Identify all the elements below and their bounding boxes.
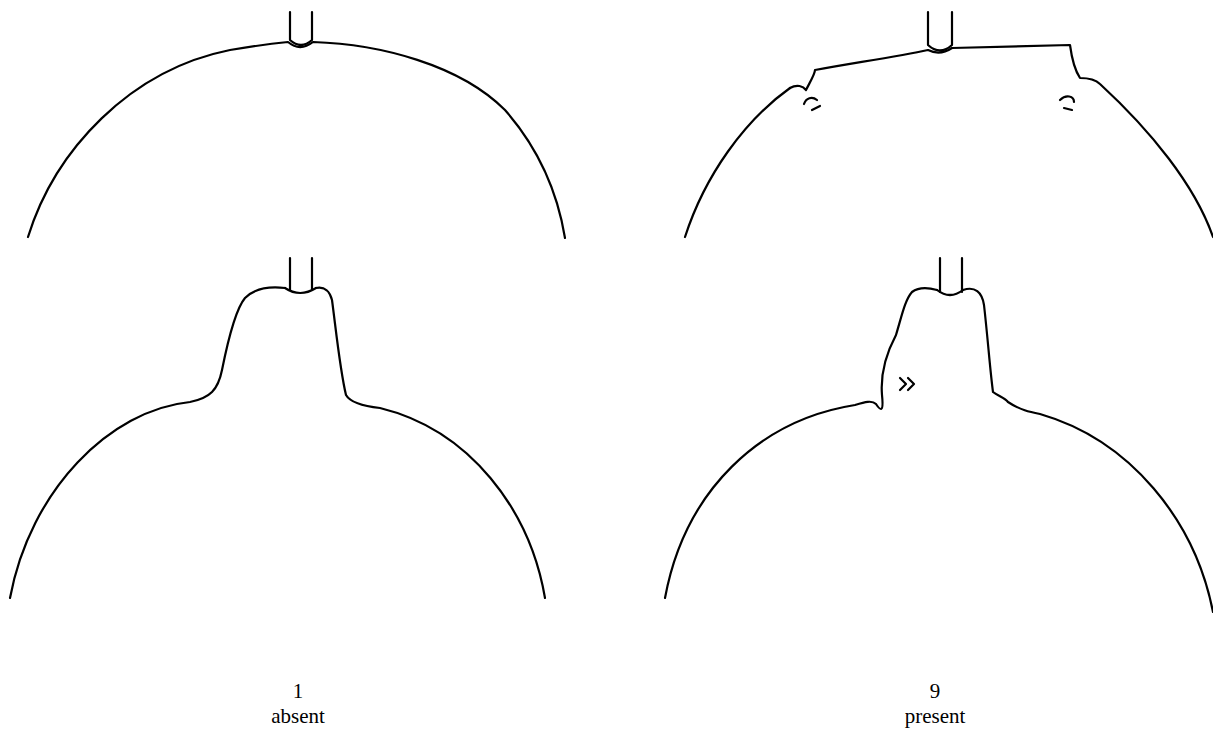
- fruit-outline: [665, 258, 1213, 612]
- fruit-outline: [28, 12, 565, 238]
- score-number: 1: [293, 681, 304, 702]
- state-label: absent: [271, 706, 325, 727]
- fruit-outline: [10, 258, 545, 598]
- fruit-outline: [685, 12, 1213, 237]
- score-number: 9: [930, 681, 941, 702]
- state-label: present: [905, 706, 966, 727]
